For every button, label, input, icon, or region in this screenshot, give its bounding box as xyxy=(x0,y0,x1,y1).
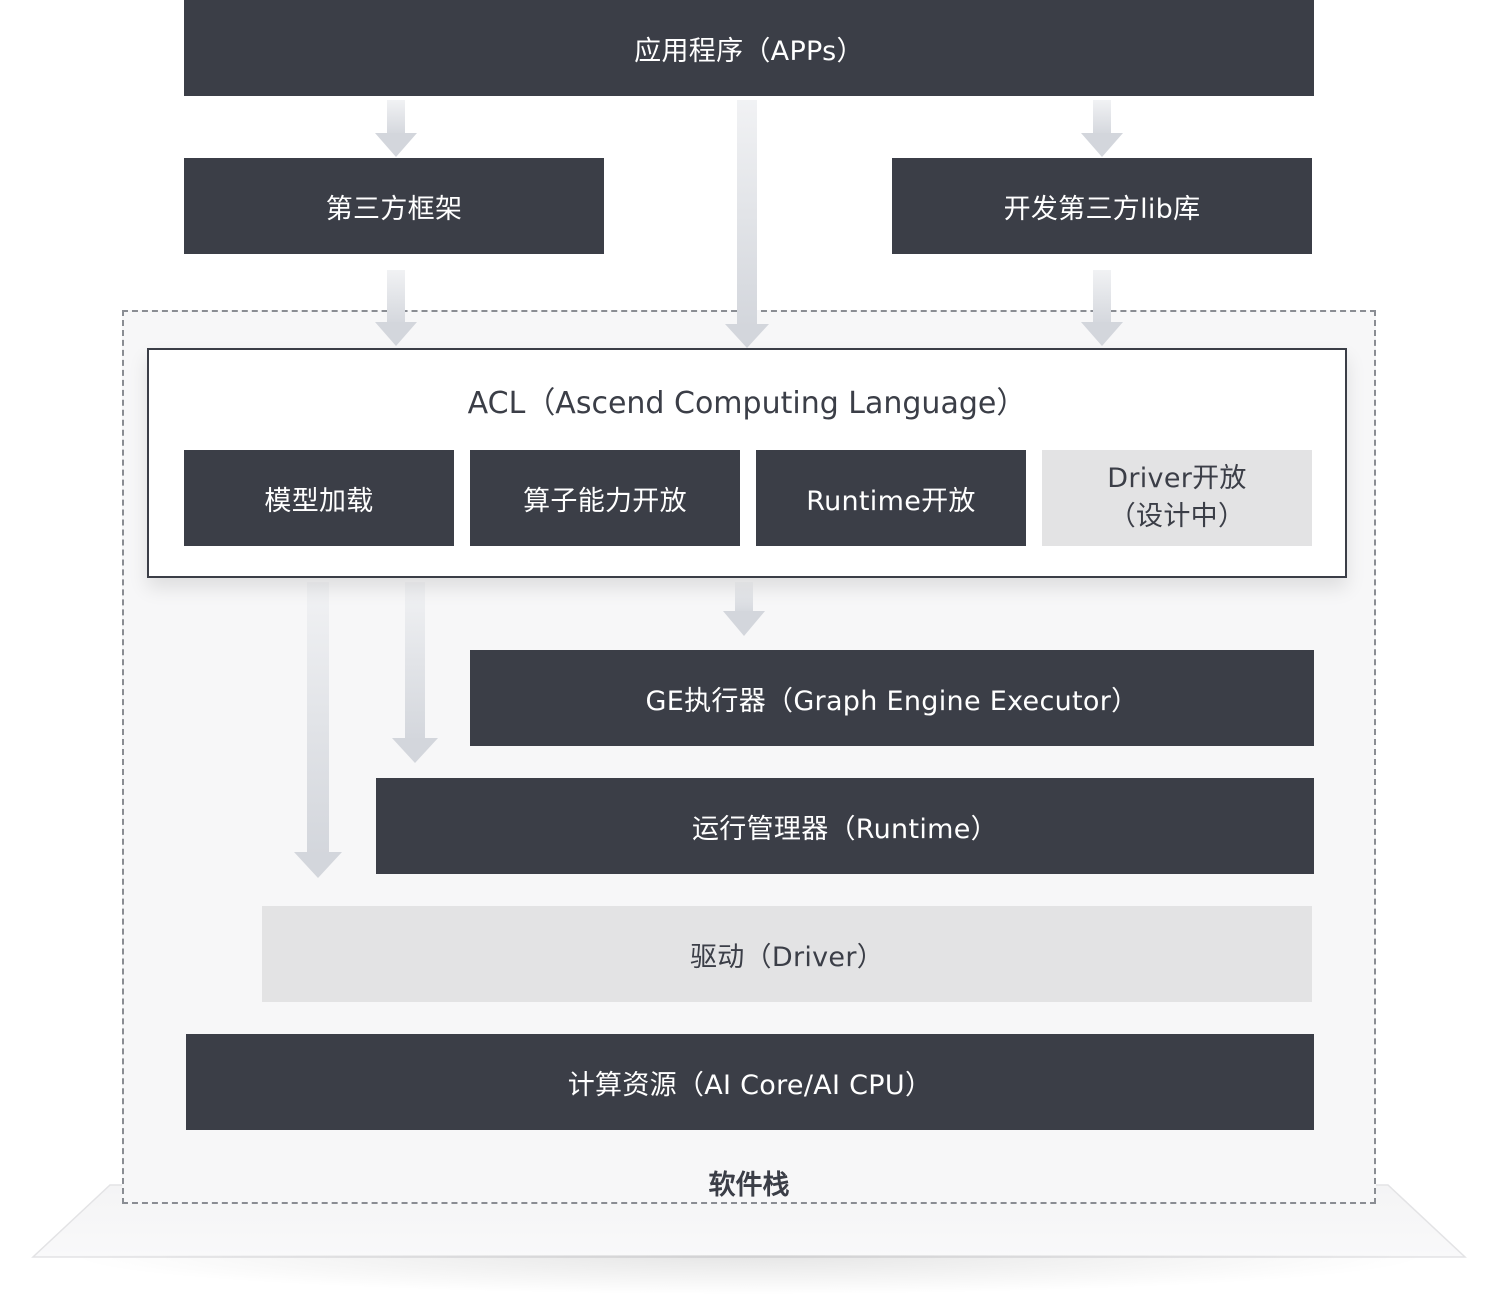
platform-shadow xyxy=(60,1255,1438,1295)
runtime-box: 运行管理器（Runtime） xyxy=(376,778,1314,874)
software-stack-caption: 软件栈 xyxy=(708,1170,790,1201)
runtime-label: 运行管理器（Runtime） xyxy=(692,813,998,845)
driver-box: 驱动（Driver） xyxy=(262,906,1312,1002)
driver-label: 驱动（Driver） xyxy=(689,941,885,973)
acl-module-runtime: Runtime开放 xyxy=(756,450,1026,546)
apps-box: 应用程序（APPs） xyxy=(184,0,1314,96)
compute-resources-label: 计算资源（AI Core/AI CPU） xyxy=(567,1069,933,1101)
ge-executor-box: GE执行器（Graph Engine Executor） xyxy=(470,650,1314,746)
libs-box: 开发第三方lib库 xyxy=(892,158,1312,254)
acl-module-operator: 算子能力开放 xyxy=(470,450,740,546)
framework-label: 第三方框架 xyxy=(325,193,463,225)
compute-resources-box: 计算资源（AI Core/AI CPU） xyxy=(186,1034,1314,1130)
apps-label: 应用程序（APPs） xyxy=(634,35,864,67)
ge-executor-label: GE执行器（Graph Engine Executor） xyxy=(645,685,1139,717)
acl-title: ACL（Ascend Computing Language） xyxy=(467,386,1027,421)
acl-module-label-line1: Driver开放 xyxy=(1107,463,1247,494)
acl-module-model-loading: 模型加载 xyxy=(184,450,454,546)
framework-box: 第三方框架 xyxy=(184,158,604,254)
acl-module-label: 模型加载 xyxy=(264,485,374,517)
acl-module-label-line2: （设计中） xyxy=(1108,501,1246,532)
acl-module-label: Runtime开放 xyxy=(806,485,976,517)
libs-label: 开发第三方lib库 xyxy=(1003,193,1201,225)
acl-module-label: 算子能力开放 xyxy=(523,485,687,517)
acl-module-driver: Driver开放 （设计中） xyxy=(1042,450,1312,546)
